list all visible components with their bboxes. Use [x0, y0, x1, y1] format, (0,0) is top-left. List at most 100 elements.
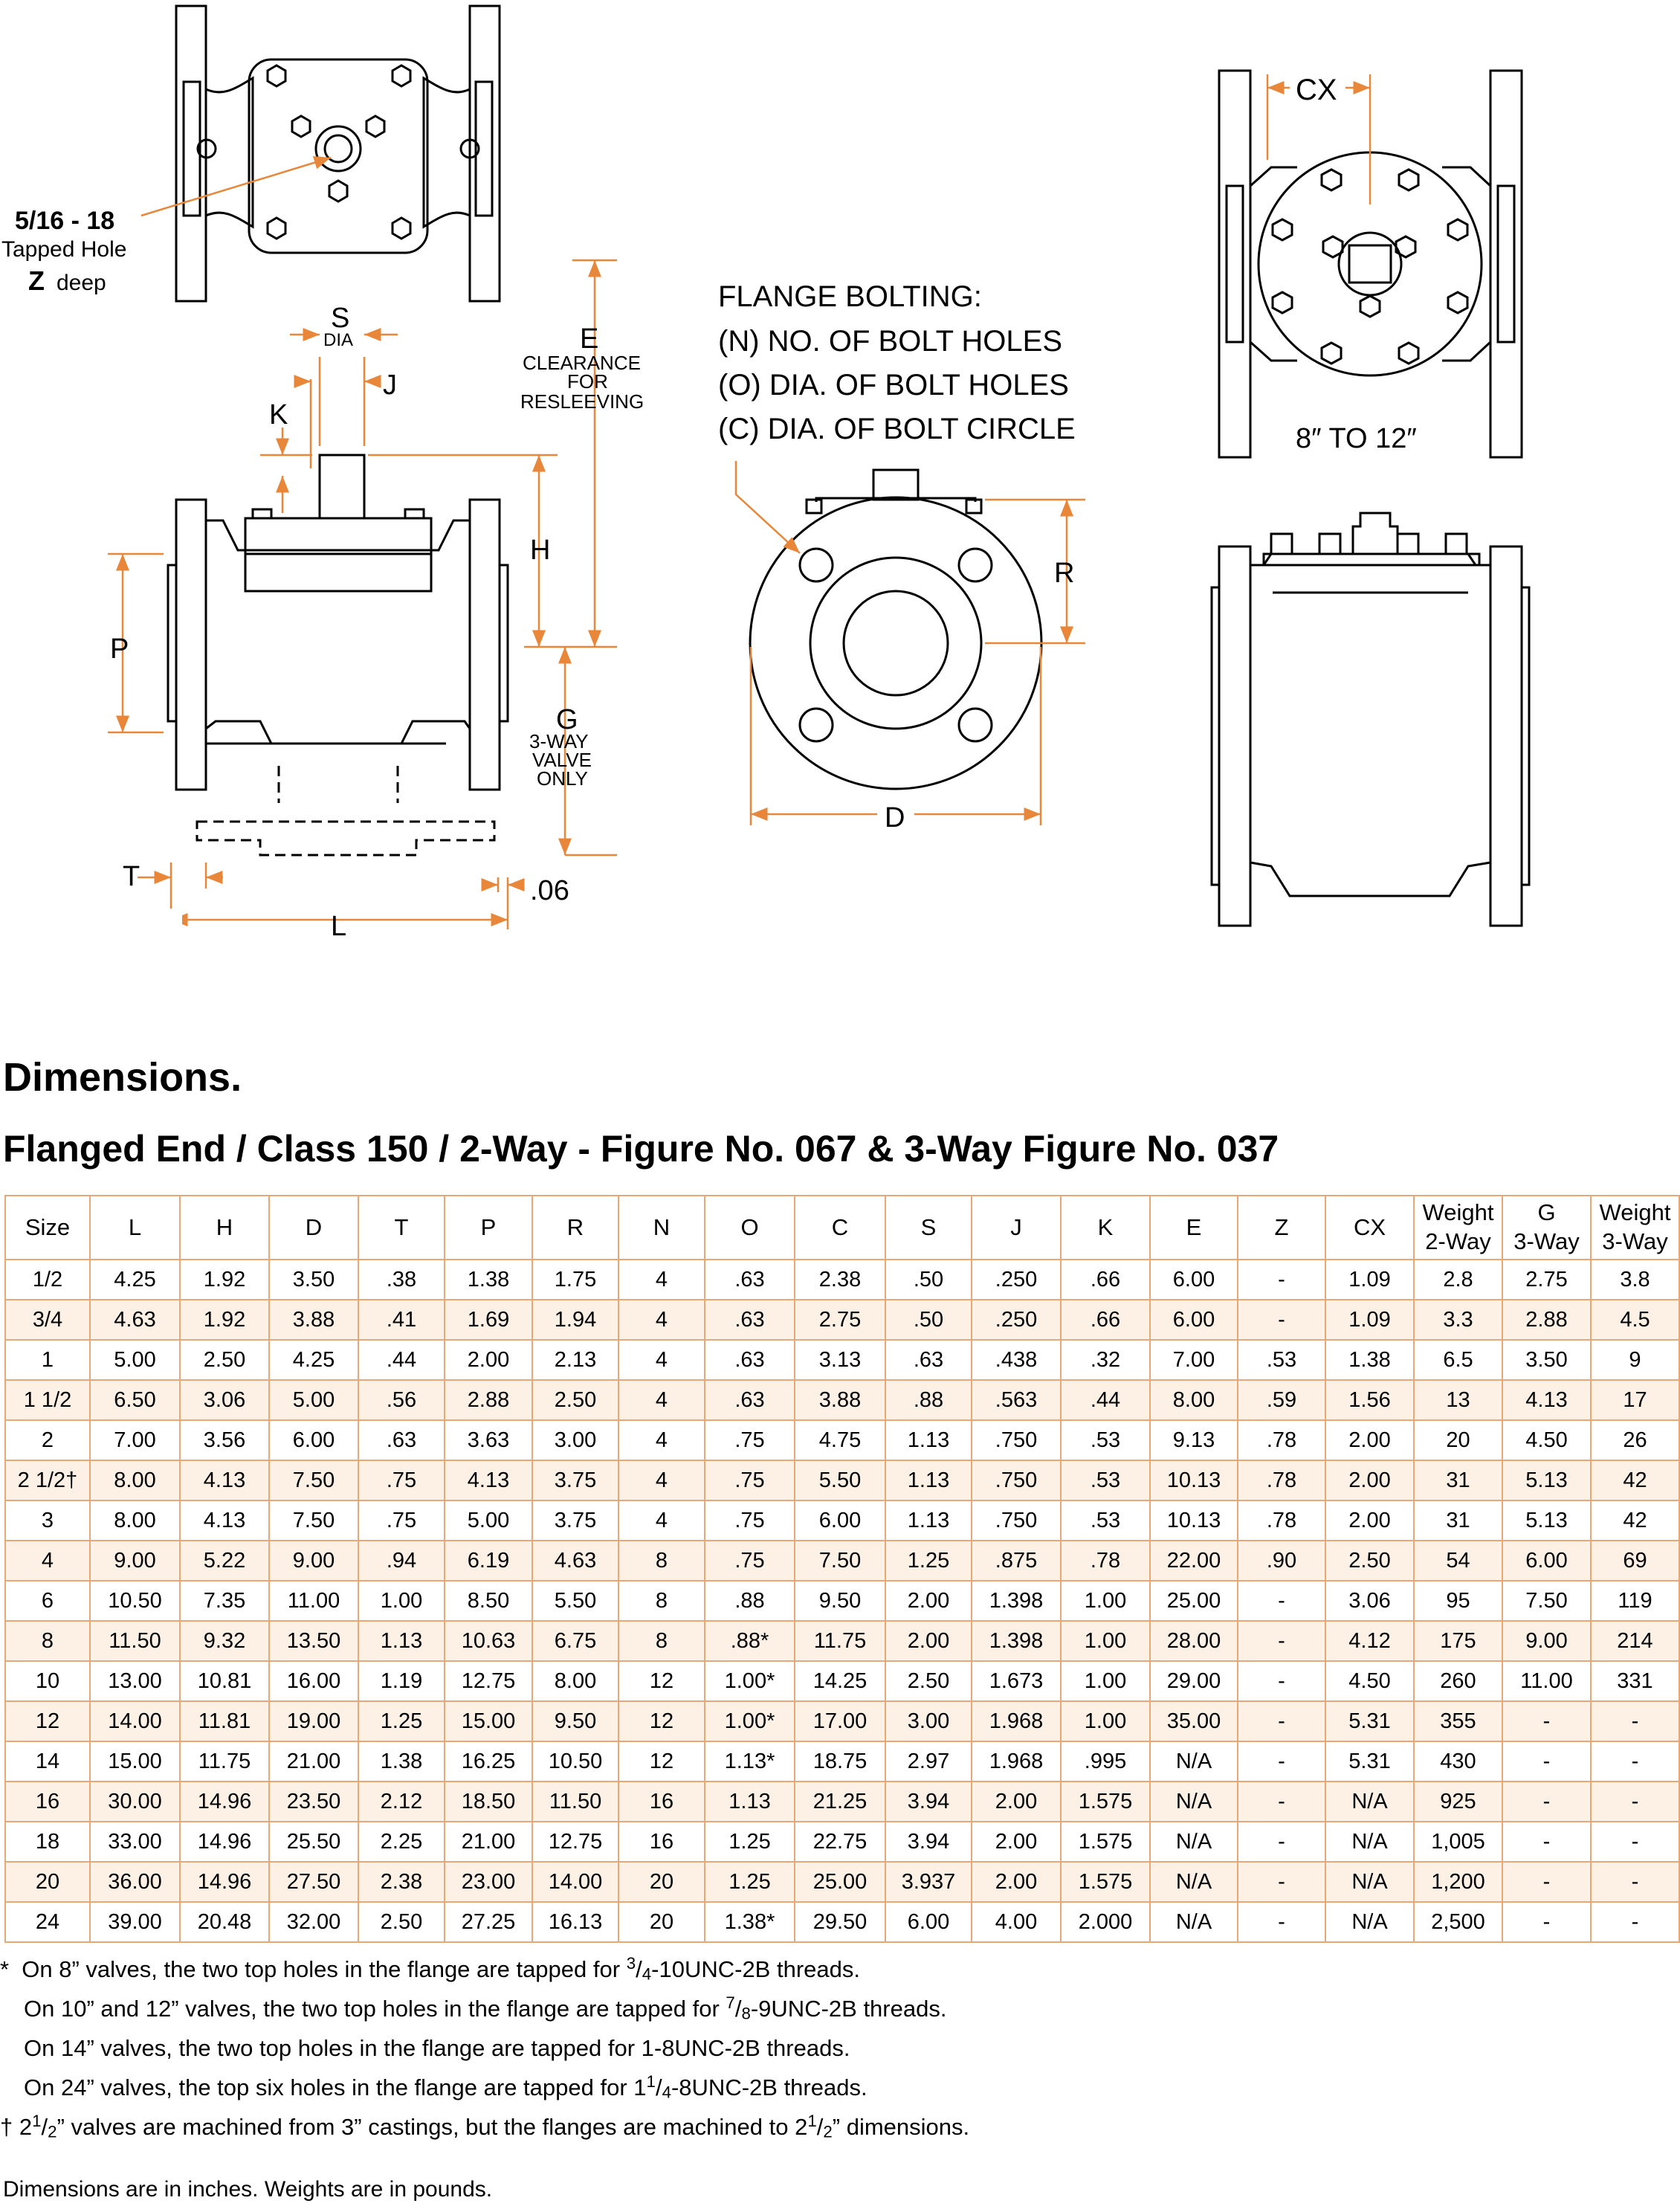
table-cell: 20 [1413, 1419, 1503, 1461]
table-cell: 260 [1413, 1660, 1503, 1702]
table-cell: 3.13 [794, 1339, 886, 1381]
table-cell: 3.06 [179, 1379, 270, 1421]
size-cell: 3/4 [4, 1299, 91, 1341]
table-cell: N/A [1149, 1781, 1238, 1822]
dim-E-note3: RESLEEVING [520, 390, 644, 413]
table-cell: 8.00 [89, 1500, 181, 1541]
table-cell: 4.25 [89, 1259, 181, 1300]
column-header: H [179, 1195, 270, 1260]
table-cell: 3.00 [532, 1419, 619, 1461]
table-cell: 4.25 [268, 1339, 359, 1381]
table-cell: 25.00 [1149, 1580, 1238, 1622]
table-cell: 1.575 [1060, 1821, 1151, 1863]
table-cell: .78 [1237, 1419, 1326, 1461]
table-cell: 10.50 [532, 1741, 619, 1782]
table-cell: 1.56 [1325, 1379, 1415, 1421]
table-cell: .63 [704, 1339, 795, 1381]
table-cell: .78 [1237, 1500, 1326, 1541]
table-cell: 10.81 [179, 1660, 270, 1702]
table-cell: - [1237, 1660, 1326, 1702]
table-cell: 2,500 [1413, 1901, 1503, 1943]
table-cell: 2.50 [179, 1339, 270, 1381]
dim-J-label: J [383, 370, 397, 401]
table-cell: - [1502, 1781, 1592, 1822]
table-cell: 9 [1590, 1339, 1680, 1381]
table-cell: 26 [1590, 1419, 1680, 1461]
table-cell: 9.50 [532, 1700, 619, 1742]
table-cell: 5.00 [89, 1339, 181, 1381]
table-cell: 12 [618, 1700, 705, 1742]
table-cell: 1.13 [885, 1500, 972, 1541]
table-cell: 4.63 [89, 1299, 181, 1341]
table-cell: N/A [1149, 1821, 1238, 1863]
table-cell: 925 [1413, 1781, 1503, 1822]
column-header: C [794, 1195, 886, 1260]
table-cell: - [1590, 1901, 1680, 1943]
table-cell: 6.75 [532, 1620, 619, 1662]
table-cell: 5.50 [532, 1580, 619, 1622]
table-cell: - [1590, 1700, 1680, 1742]
table-cell: 9.00 [89, 1540, 181, 1581]
table-cell: 1.09 [1325, 1299, 1415, 1341]
table-cell: 1.575 [1060, 1781, 1151, 1822]
table-cell: 1.38 [1325, 1339, 1415, 1381]
table-cell: - [1237, 1781, 1326, 1822]
table-cell: 4.5 [1590, 1299, 1680, 1341]
footnote-8in: * On 8” valves, the two top holes in the… [0, 1953, 860, 1984]
size-cell: 1/2 [4, 1259, 91, 1300]
table-cell: 8 [618, 1580, 705, 1622]
tapped-hole-label: Tapped Hole [1, 237, 126, 262]
table-cell: 5.31 [1325, 1700, 1415, 1742]
table-cell: 8.00 [532, 1660, 619, 1702]
table-cell: 2.75 [794, 1299, 886, 1341]
table-cell: N/A [1149, 1901, 1238, 1943]
table-cell: .63 [704, 1259, 795, 1300]
table-cell: 21.25 [794, 1781, 886, 1822]
table-cell: .88* [704, 1620, 795, 1662]
table-cell: 1.00 [1060, 1620, 1151, 1662]
dim-G-note3: ONLY [537, 767, 588, 790]
table-cell: 5.00 [268, 1379, 359, 1421]
table-cell: 14.00 [89, 1700, 181, 1742]
table-cell: .250 [971, 1259, 1062, 1300]
table-cell: .75 [704, 1540, 795, 1581]
table-cell: 10.50 [89, 1580, 181, 1622]
large-side-view-drawing [1210, 512, 1531, 927]
table-cell: .50 [885, 1299, 972, 1341]
table-cell: 1.38 [444, 1259, 533, 1300]
table-cell: 1.75 [532, 1259, 619, 1300]
table-cell: 2.00 [1325, 1500, 1415, 1541]
table-cell: 6.50 [89, 1379, 181, 1421]
table-cell: 16.13 [532, 1901, 619, 1943]
dim-L-label: L [331, 911, 346, 942]
table-cell: 12 [618, 1741, 705, 1782]
table-cell: 1,005 [1413, 1821, 1503, 1863]
table-cell: .78 [1060, 1540, 1151, 1581]
size-cell: 12 [4, 1700, 91, 1742]
table-cell: 13.00 [89, 1660, 181, 1702]
table-cell: .32 [1060, 1339, 1151, 1381]
table-cell: .250 [971, 1299, 1062, 1341]
table-cell: - [1502, 1700, 1592, 1742]
size-cell: 1 [4, 1339, 91, 1381]
table-cell: 7.50 [1502, 1580, 1592, 1622]
table-cell: - [1590, 1821, 1680, 1863]
table-cell: 3.3 [1413, 1299, 1503, 1341]
table-cell: 1.00 [1060, 1580, 1151, 1622]
table-cell: 4 [618, 1259, 705, 1300]
table-cell: 2.97 [885, 1741, 972, 1782]
table-cell: 7.50 [268, 1500, 359, 1541]
table-cell: 2.50 [532, 1379, 619, 1421]
table-cell: 8 [618, 1620, 705, 1662]
table-cell: .66 [1060, 1259, 1151, 1300]
column-header: E [1149, 1195, 1238, 1260]
table-cell: 3.88 [268, 1299, 359, 1341]
